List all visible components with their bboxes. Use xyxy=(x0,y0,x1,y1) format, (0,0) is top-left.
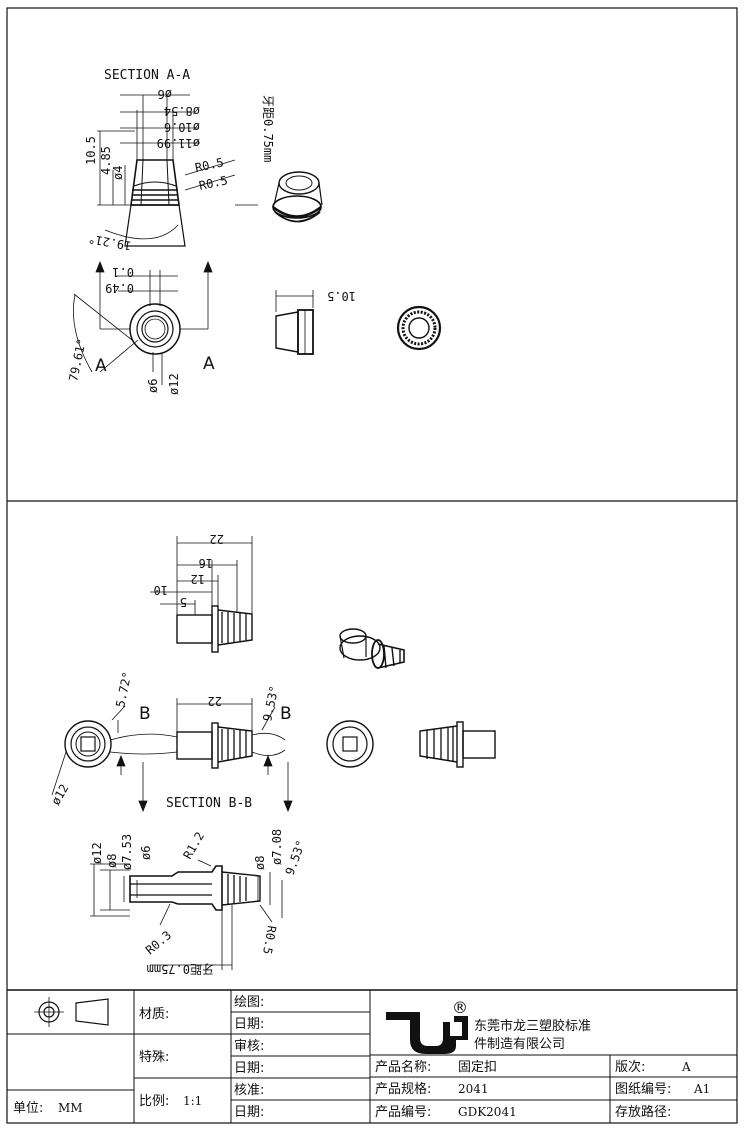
b-top-dim-12: 12 xyxy=(191,572,205,586)
b-top-dim-10: 10 xyxy=(154,583,168,597)
iso-view-fastener xyxy=(339,628,405,669)
b-top-dim-22: 22 xyxy=(210,532,224,546)
product-name-label: 产品名称: xyxy=(375,1059,431,1075)
bb-dim-d708: ø7.08 xyxy=(270,829,284,865)
product-spec-label: 产品规格: xyxy=(375,1081,431,1097)
section-aa-view: SECTION A-A ø6 ø8.54 ø10.6 ø11.99 R0.5 xyxy=(84,68,275,253)
front-dim-d12: ø12 xyxy=(167,373,181,395)
side-view xyxy=(275,290,314,355)
bb-dim-d12: ø12 xyxy=(90,842,104,864)
revision-value: A xyxy=(681,1060,691,1074)
aa-dim-d1199: ø11.99 xyxy=(157,136,200,150)
bb-radius-top: R1.2 xyxy=(180,829,207,861)
projection-symbol-icon xyxy=(34,997,109,1027)
product-code-value: GDK2041 xyxy=(458,1105,517,1119)
review-label: 审核: xyxy=(234,1039,264,1054)
b-top-dim-16: 16 xyxy=(199,556,213,570)
title-block xyxy=(7,989,737,1123)
special-label: 特殊: xyxy=(139,1050,169,1065)
view-b-mid: 5.72° 9.53° 22 B B ø12 xyxy=(48,670,496,813)
registered-mark: ® xyxy=(452,998,468,1017)
bb-radius-br: R0.5 xyxy=(260,924,279,955)
aa-dim-r05-a: R0.5 xyxy=(194,155,225,175)
company-name-line1: 东莞市龙三塑胶标准 xyxy=(474,1018,591,1034)
side-dim-105: 10.5 xyxy=(327,289,356,303)
front-dim-d6: ø6 xyxy=(146,379,160,393)
product-name-value: 固定扣 xyxy=(458,1060,497,1075)
date-label-1: 日期: xyxy=(234,1017,264,1032)
aa-dim-d4: ø4 xyxy=(111,166,125,180)
bb-dim-d8: ø8 xyxy=(105,854,119,868)
material-label: 材质: xyxy=(139,1007,169,1022)
bb-dim-angle: 9.53° xyxy=(283,838,309,877)
aa-pitch: 牙距0.75mm xyxy=(261,95,275,162)
b-mid-angle-left: 5.72° xyxy=(113,670,134,708)
b-top-dim-5: 5 xyxy=(180,595,187,609)
cut-label-b-right: B xyxy=(280,704,292,724)
company-logo-icon xyxy=(386,1012,468,1054)
scale-label: 比例: xyxy=(139,1094,169,1109)
front-view-a: 0.1 0.49 79.61° ø6 ø12 A A xyxy=(66,260,215,395)
bb-dim-d8-right: ø8 xyxy=(253,856,267,870)
drawing-no-value: A1 xyxy=(693,1082,710,1096)
b-mid-angle-right: 9.53° xyxy=(260,684,281,722)
aa-dim-angle: 19.21° xyxy=(87,232,132,253)
revision-label: 版次: xyxy=(615,1059,645,1075)
aa-dim-d106: ø10.6 xyxy=(164,120,200,134)
view-b-top: 22 16 12 10 5 xyxy=(150,532,253,653)
bb-dim-d753: ø7.53 xyxy=(120,834,134,870)
company-name-line2: 件制造有限公司 xyxy=(474,1037,565,1052)
cut-label-b-left: B xyxy=(139,704,151,724)
bb-dim-d6: ø6 xyxy=(139,846,153,860)
cut-label-a-left: A xyxy=(95,356,107,376)
cut-label-a-right: A xyxy=(203,354,215,374)
product-spec-value: 2041 xyxy=(458,1082,489,1096)
aa-dim-r05-b: R0.5 xyxy=(198,173,229,193)
iso-view-cap xyxy=(272,171,323,223)
aa-dim-d6: ø6 xyxy=(158,87,172,101)
aa-dim-485: 4.85 xyxy=(99,146,113,175)
end-view-ring xyxy=(396,305,442,351)
bb-pitch: 牙距0.75mm xyxy=(147,962,214,976)
unit-value: MM xyxy=(58,1101,83,1115)
date-label-3: 日期: xyxy=(234,1105,264,1120)
unit-label: 单位: xyxy=(13,1101,43,1116)
storage-path-label: 存放路径: xyxy=(615,1104,671,1120)
front-dim-049: 0.49 xyxy=(105,281,134,295)
scale-value: 1:1 xyxy=(183,1094,202,1108)
product-code-label: 产品编号: xyxy=(375,1105,431,1120)
aa-dim-105: 10.5 xyxy=(84,136,98,165)
section-aa-title: SECTION A-A xyxy=(104,68,190,83)
draw-label: 绘图: xyxy=(234,995,264,1010)
drawing-no-label: 图纸编号: xyxy=(615,1082,671,1097)
b-mid-dia-d12: ø12 xyxy=(48,782,71,808)
aa-dim-d854: ø8.54 xyxy=(164,104,200,118)
sheet-border xyxy=(6,7,738,1124)
date-label-2: 日期: xyxy=(234,1061,264,1076)
bb-radius-bl: R0.3 xyxy=(143,928,174,957)
front-dim-01: 0.1 xyxy=(112,265,134,279)
b-mid-dim-22: 22 xyxy=(208,694,222,708)
section-bb-view: SECTION B-B xyxy=(90,796,308,976)
approve-label: 核准: xyxy=(234,1083,264,1098)
section-bb-title: SECTION B-B xyxy=(166,796,252,811)
